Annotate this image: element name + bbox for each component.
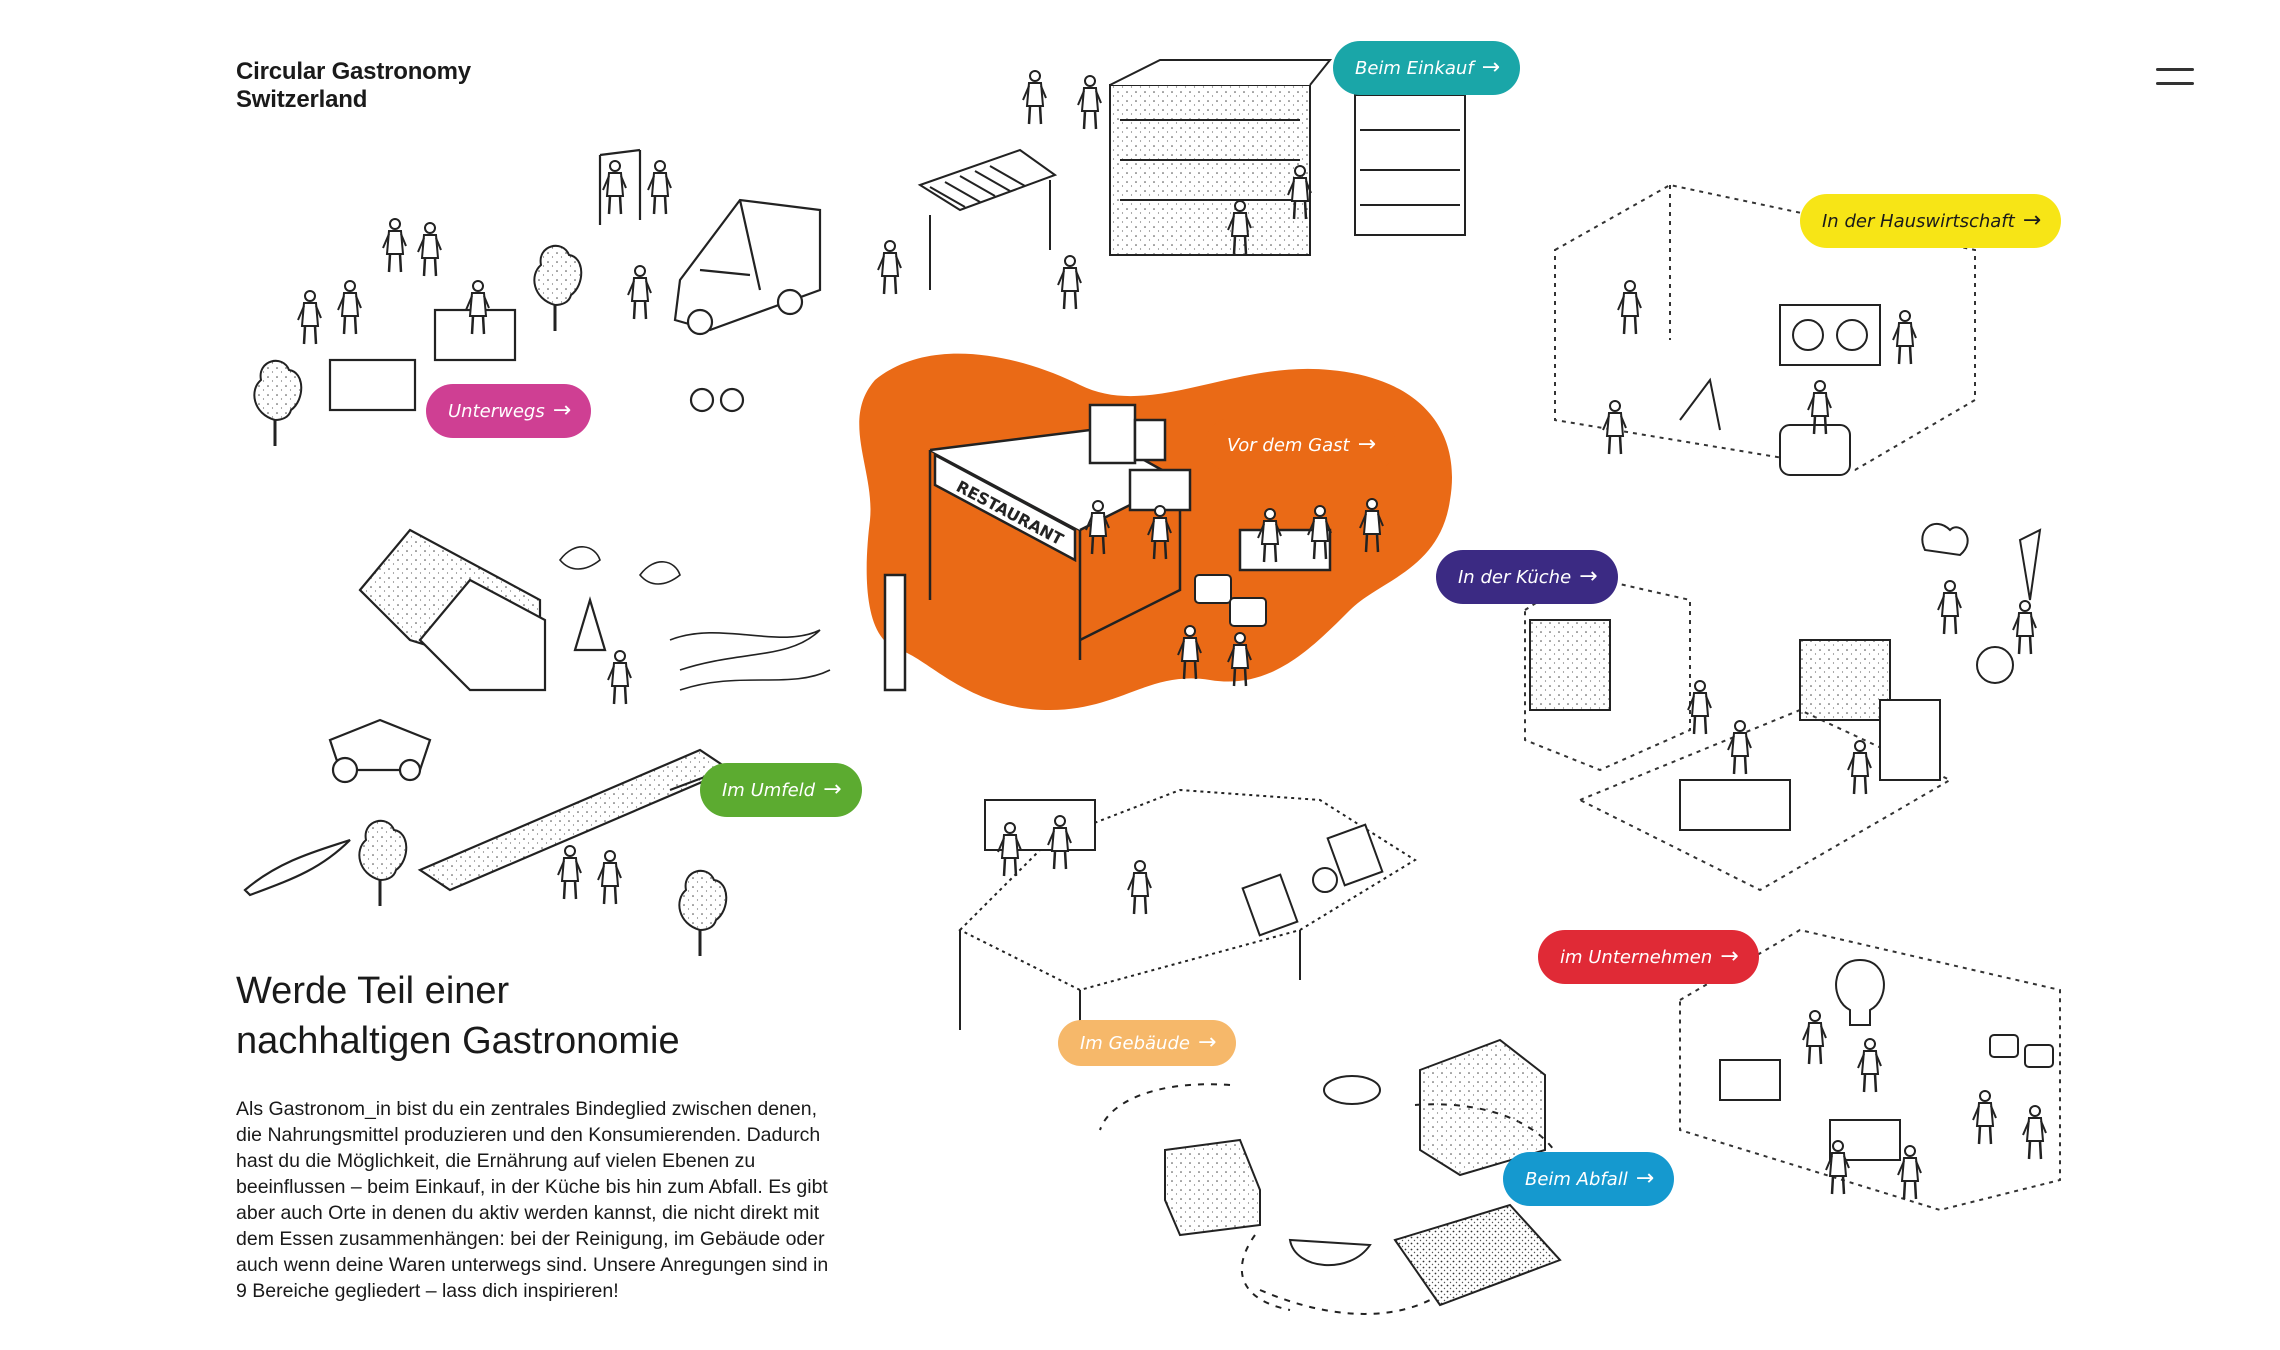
headline-line-2: nachhaltigen Gastronomie (236, 1020, 680, 1062)
area-in-der-kueche-button[interactable]: In der Küche → (1436, 550, 1618, 604)
area-label: Beim Abfall (1525, 1168, 1628, 1190)
area-label: In der Küche (1458, 566, 1572, 588)
arrow-right-icon: → (823, 777, 842, 802)
brand-logo[interactable]: Circular Gastronomy Switzerland (236, 58, 471, 114)
area-label: im Unternehmen (1560, 946, 1713, 968)
housekeeping-scene (1554, 183, 1976, 472)
area-im-unternehmen-button[interactable]: im Unternehmen → (1538, 930, 1759, 984)
brand-line-2: Switzerland (236, 86, 368, 113)
area-im-gebaeude-button[interactable]: Im Gebäude → (1058, 1020, 1237, 1066)
arrow-right-icon: → (1197, 1030, 1217, 1055)
area-label: Unterwegs (448, 400, 545, 422)
area-beim-abfall-button[interactable]: Beim Abfall → (1503, 1152, 1675, 1206)
menu-bar-bottom (2156, 82, 2194, 85)
menu-bar-top (2156, 68, 2194, 71)
surroundings-scene (243, 528, 733, 897)
page-headline: Werde Teil einer nachhaltigen Gastronomi… (236, 966, 816, 1066)
waste-cycle-scene (1099, 1038, 1562, 1315)
area-vor-dem-gast-button[interactable]: Vor dem Gast → (1205, 418, 1397, 472)
area-label: Vor dem Gast (1227, 434, 1350, 456)
arrow-right-icon: → (1481, 55, 1501, 80)
area-label: Im Umfeld (722, 779, 816, 801)
company-scene (1679, 928, 2061, 1212)
area-label: Beim Einkauf (1355, 57, 1474, 79)
area-hauswirtschaft-button[interactable]: In der Hauswirtschaft → (1800, 194, 2062, 248)
brand-line-1: Circular Gastronomy (236, 58, 471, 85)
on-the-road-scene (328, 148, 822, 413)
arrow-right-icon: → (1720, 944, 1739, 969)
area-label: Im Gebäude (1080, 1032, 1190, 1054)
area-im-umfeld-button[interactable]: Im Umfeld → (700, 763, 862, 817)
headline-line-1: Werde Teil einer (236, 970, 510, 1012)
area-beim-einkauf-button[interactable]: Beim Einkauf → (1333, 41, 1521, 95)
arrow-right-icon: → (552, 398, 572, 423)
hamburger-menu-icon[interactable] (2152, 62, 2198, 92)
area-label: In der Hauswirtschaft (1822, 210, 2015, 232)
arrow-right-icon: → (1579, 564, 1598, 589)
building-scene (958, 788, 1417, 1060)
arrow-right-icon: → (1635, 1166, 1655, 1191)
market-scene (917, 59, 1466, 290)
intro-paragraph: Als Gastronom_in bist du ein zentrales B… (236, 1098, 829, 1302)
area-unterwegs-button[interactable]: Unterwegs → (426, 384, 592, 438)
arrow-right-icon: → (2022, 208, 2042, 233)
arrow-right-icon: → (1357, 432, 1377, 457)
